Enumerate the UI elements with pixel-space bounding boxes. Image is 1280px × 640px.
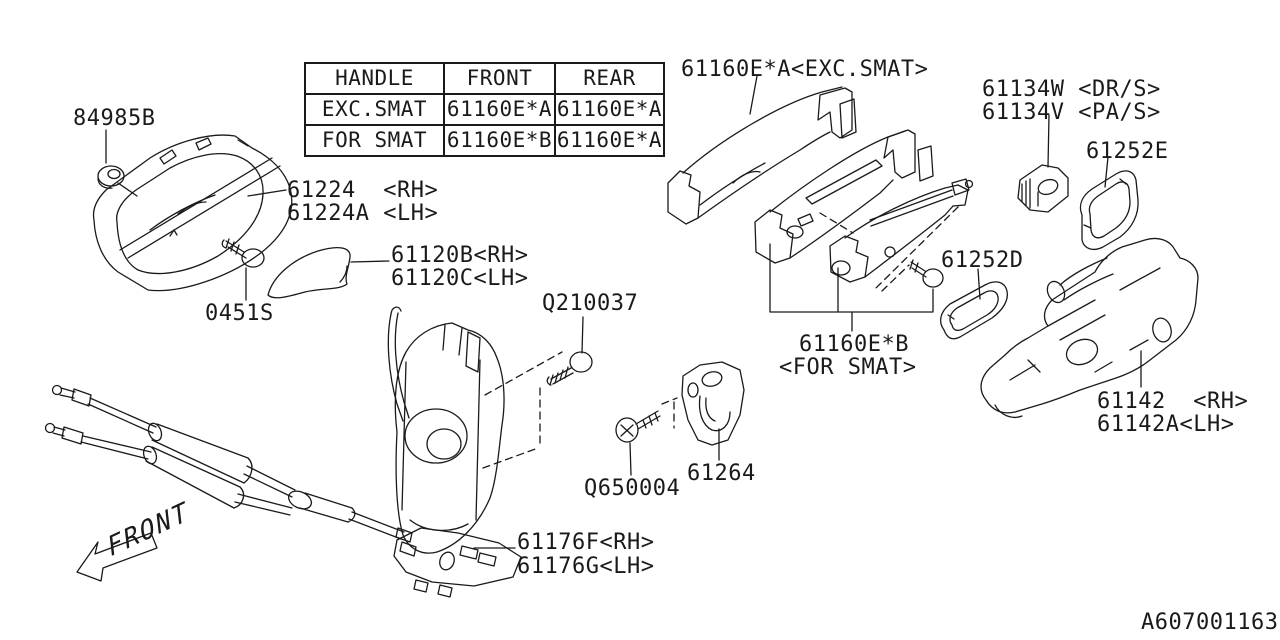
table-cell-row1-front: 61160E*A <box>445 95 556 126</box>
screw-q210037-drawing <box>546 351 593 386</box>
front-arrow-icon <box>76 532 158 582</box>
table-header-front: FRONT <box>445 64 556 95</box>
part-label-61224-rh: 61224 <RH> <box>287 178 439 203</box>
cap-drawing <box>1017 164 1069 213</box>
table-cell-row2-handle: FOR SMAT <box>306 126 445 155</box>
pad-drawing <box>267 246 351 299</box>
latch-drawing <box>387 306 522 598</box>
gasket-d-drawing <box>939 281 1009 340</box>
table-cell-row2-front: 61160E*B <box>445 126 556 155</box>
inner-bezel-drawing <box>92 134 293 292</box>
part-label-61142a-lh: 61142A<LH> <box>1097 412 1235 437</box>
handle-b-drawing <box>754 129 934 264</box>
part-label-q650004: Q650004 <box>584 476 681 501</box>
part-label-61160e-b: 61160E*B <box>799 332 909 357</box>
part-label-61142-rh: 61142 <RH> <box>1097 389 1249 414</box>
part-label-61176g-lh: 61176G<LH> <box>517 554 655 579</box>
part-label-0451s: 0451S <box>205 301 274 326</box>
part-label-61176f-rh: 61176F<RH> <box>517 530 655 555</box>
striker-drawing <box>681 361 745 446</box>
part-label-61134w: 61134W <DR/S> <box>982 77 1161 102</box>
frame-drawing <box>980 237 1199 419</box>
screw-q650004-drawing <box>615 410 661 443</box>
handle-c-drawing <box>829 178 974 283</box>
part-label-for-smat: <FOR SMAT> <box>779 355 917 380</box>
part-label-61252d: 61252D <box>941 248 1024 273</box>
handle-spec-table: HANDLE FRONT REAR EXC.SMAT 61160E*A 6116… <box>304 62 665 157</box>
gasket-e-drawing <box>1079 170 1139 251</box>
table-header-handle: HANDLE <box>306 64 445 95</box>
part-label-61264: 61264 <box>687 461 756 486</box>
table-cell-row1-rear: 61160E*A <box>556 95 663 126</box>
part-label-61120c-lh: 61120C<LH> <box>391 266 529 291</box>
table-header-rear: REAR <box>556 64 663 95</box>
part-label-q210037: Q210037 <box>542 291 639 316</box>
handle-a-drawing <box>667 86 857 225</box>
table-cell-row1-handle: EXC.SMAT <box>306 95 445 126</box>
leader-lines <box>105 75 1142 549</box>
cable-drawing <box>44 384 417 557</box>
part-label-61252e: 61252E <box>1086 139 1169 164</box>
diagram-ref-code: A607001163 <box>1141 610 1279 635</box>
dashed-lines <box>482 206 959 469</box>
part-label-61134v: 61134V <PA/S> <box>982 100 1161 125</box>
part-label-61160e-a: 61160E*A<EXC.SMAT> <box>681 57 929 82</box>
screw-smat-drawing <box>909 259 944 288</box>
part-label-84985b: 84985B <box>73 106 156 131</box>
table-cell-row2-rear: 61160E*A <box>556 128 663 152</box>
screw-0451s-drawing <box>221 238 265 268</box>
part-label-61120b-rh: 61120B<RH> <box>391 243 529 268</box>
part-label-61224a-lh: 61224A <LH> <box>287 201 439 226</box>
